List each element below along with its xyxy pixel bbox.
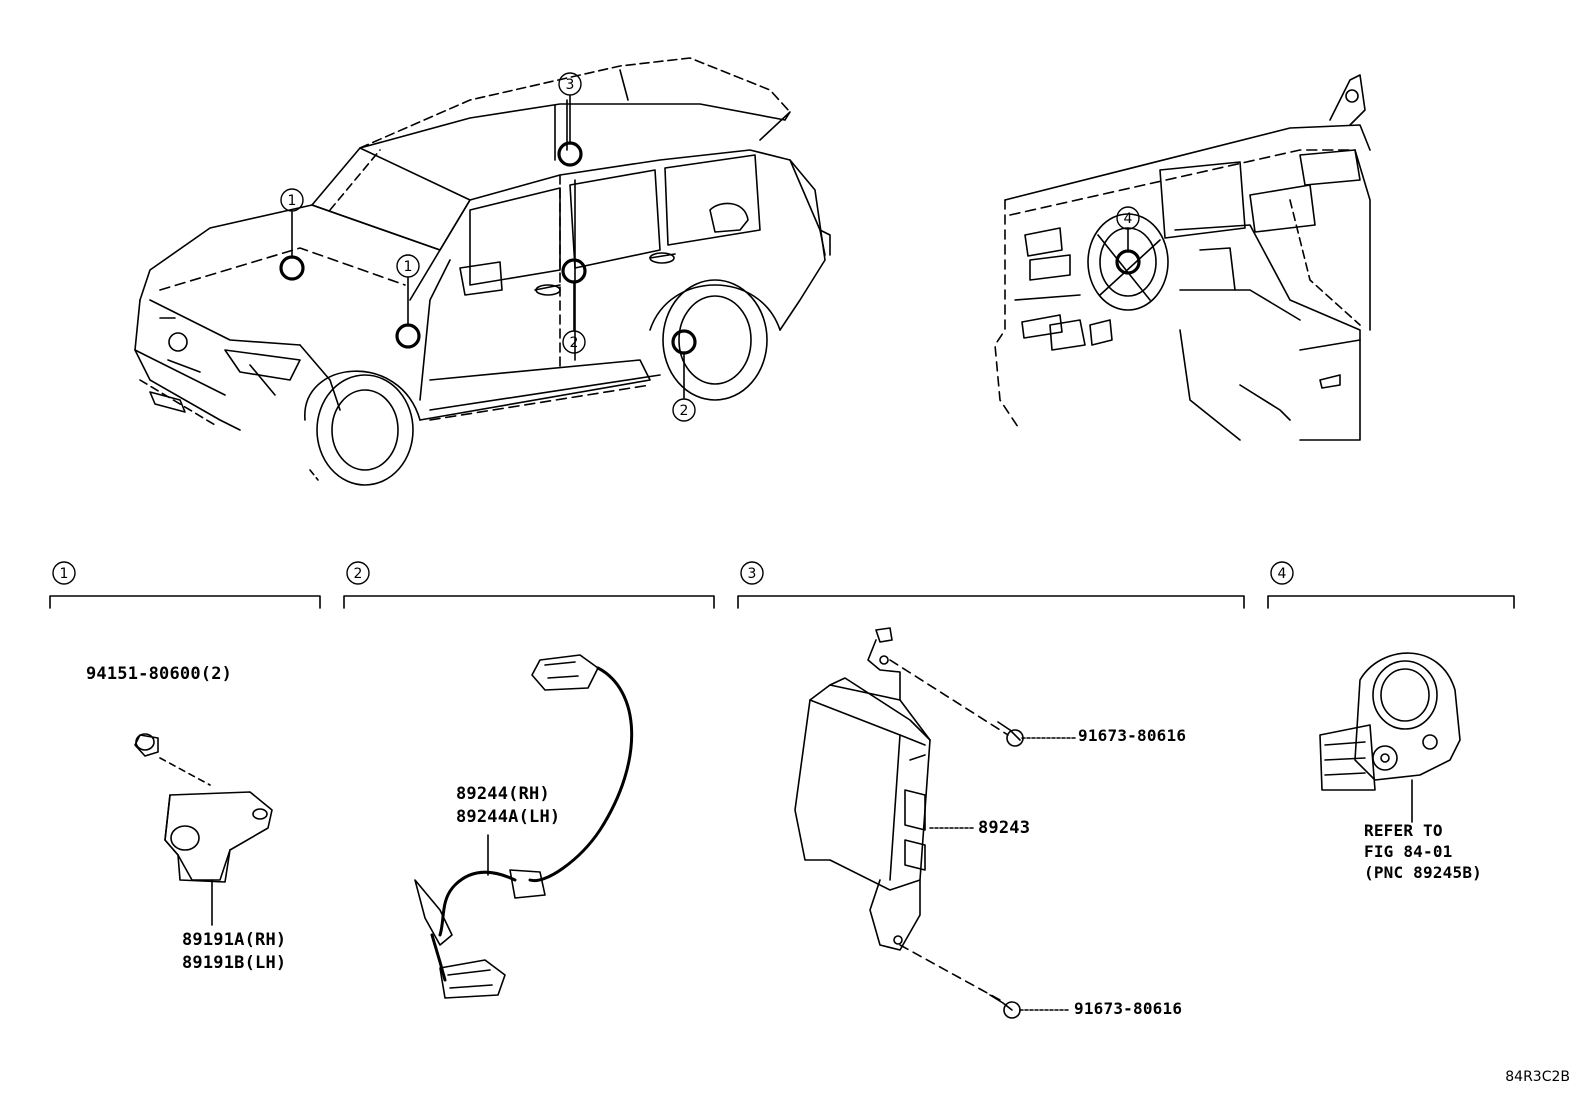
vehicle-callout-1a: 1 [288,193,297,209]
section-brackets [49,561,1515,609]
lower-bolt-part-number: 91673-80616 [1074,999,1183,1018]
vehicle-callout-2a: 2 [570,335,579,351]
side-airbag-sensor-harness [414,654,634,999]
front-sensor-rh-part-number: 89191A(RH) [182,930,287,950]
vehicle-illustration [134,57,831,486]
side-sensor-rh-part-number: 89244(RH) [456,784,550,804]
vehicle-callout-3: 3 [566,77,575,93]
refer-to-line-2: FIG 84-01 [1364,842,1453,861]
front-airbag-sensor [134,733,273,926]
clip-part-number: 94151-80600(2) [86,664,233,684]
figure-code: 84R3C2B [1505,1069,1570,1085]
dashboard-callout-4: 4 [1124,211,1133,227]
spiral-cable [1319,652,1461,823]
refer-to-line-1: REFER TO [1364,821,1443,840]
side-sensor-lh-part-number: 89244A(LH) [456,807,561,827]
refer-to-line-3: (PNC 89245B) [1364,863,1482,882]
airbag-ecu-part-number: 89243 [978,818,1031,838]
front-sensor-lh-part-number: 89191B(LH) [182,953,287,973]
section-callout-2: 2 [354,566,363,582]
section-callout-4: 4 [1278,566,1287,582]
vehicle-callout-2b: 2 [680,403,689,419]
section-callout-1: 1 [60,566,69,582]
dashboard-illustration [994,74,1371,441]
upper-bolt-part-number: 91673-80616 [1078,726,1187,745]
vehicle-callouts [279,72,697,422]
airbag-ecu-assembly [794,627,1076,1019]
vehicle-callout-1b: 1 [404,259,413,275]
section-callout-3: 3 [748,566,757,582]
dashboard-callouts [1115,206,1141,275]
